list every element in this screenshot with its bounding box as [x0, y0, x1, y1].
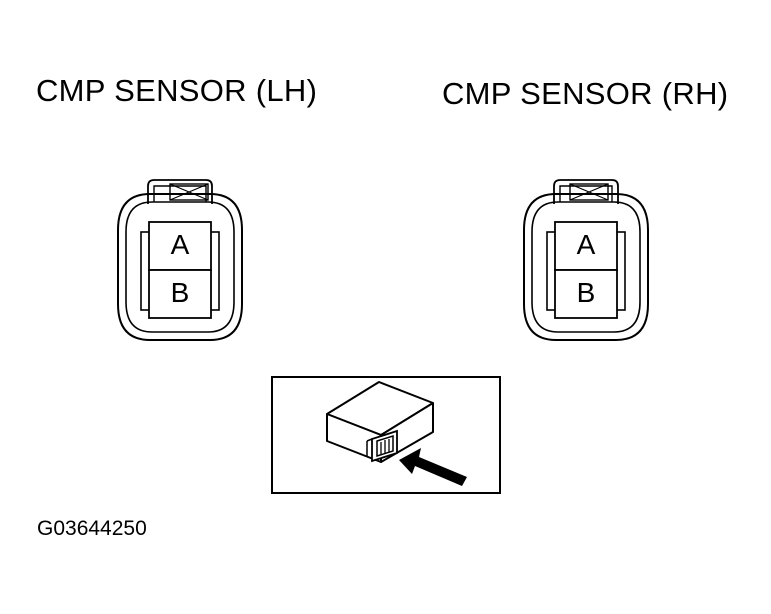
- connector-title-rh: CMP SENSOR (RH): [442, 76, 729, 111]
- view-direction-inset: [271, 376, 501, 494]
- terminal-b: [554, 269, 618, 319]
- pin-label-a: A: [577, 229, 596, 260]
- pin-label-b: B: [171, 277, 190, 308]
- connector-title-lh: CMP SENSOR (LH): [36, 73, 318, 108]
- pin-label-b: B: [577, 277, 596, 308]
- connector-face-icon: A B: [117, 179, 243, 341]
- pin-label-a: A: [171, 229, 190, 260]
- view-direction-arrow-icon: [399, 448, 467, 486]
- latch-cross-icon: [169, 183, 209, 201]
- terminal-b: [148, 269, 212, 319]
- sensor-body-icon: [326, 381, 434, 463]
- figure-id: G03644250: [37, 517, 147, 540]
- latch-cross-icon: [569, 183, 609, 201]
- connector-face-icon: A B: [523, 179, 649, 341]
